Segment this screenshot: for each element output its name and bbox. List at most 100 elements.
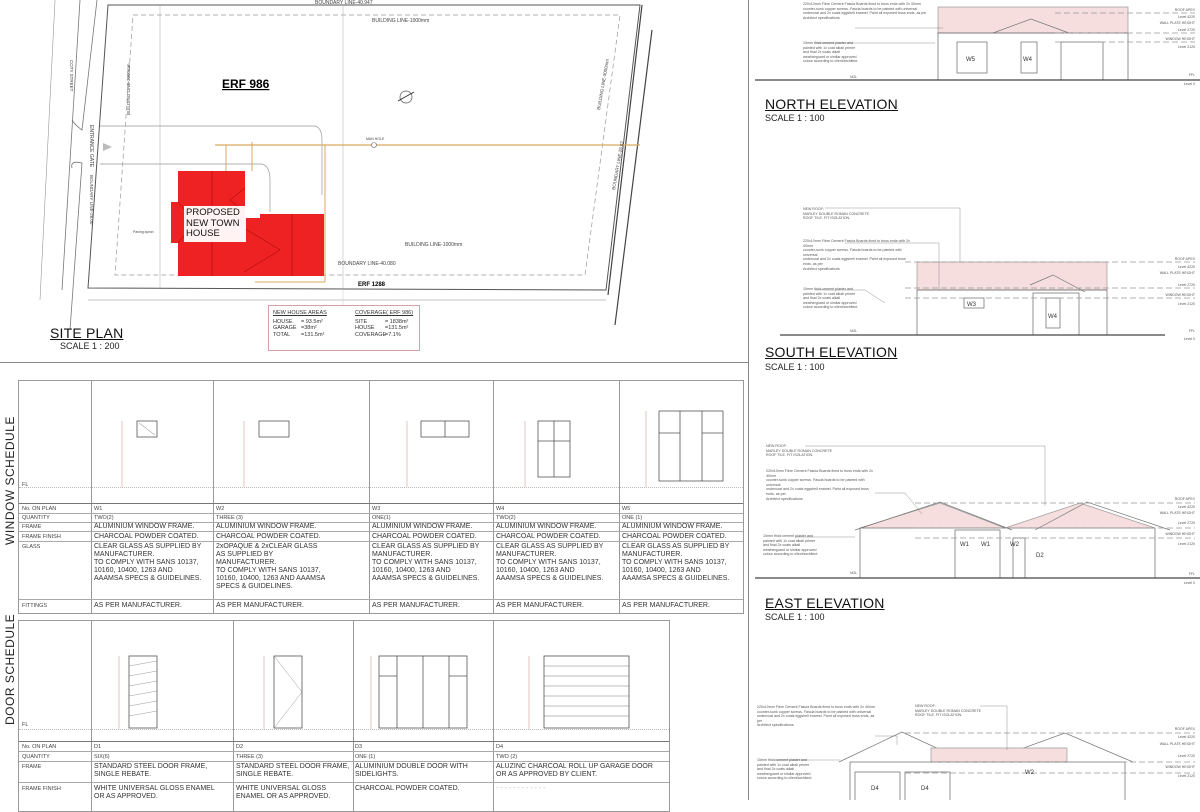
note-plaster: 15mm thick cement plaster and painted wi… (803, 41, 859, 64)
level-label: WINDOW HEIGHT (1165, 532, 1195, 536)
window-qty: ONE(1) (372, 515, 391, 521)
coverage-label: HOUSE (355, 325, 375, 331)
window-glass: CLEAR GLASS AS SUPPLIED BY MANUFACTURER.… (94, 543, 202, 582)
area-label: GARAGE (273, 325, 297, 331)
area-label: HOUSE (273, 318, 293, 325)
elevation-tag: D4 (921, 786, 929, 792)
row-label-fittings: FITTINGS (22, 603, 48, 609)
level-label: Level 2720 (1178, 754, 1195, 758)
elevation-tag: W4 (1023, 57, 1033, 63)
window-w2-column: W2 THREE (3) ALUMINIUM WINDOW FRAME. CHA… (216, 381, 368, 613)
level-label: ROOF APEX (1175, 8, 1196, 12)
boundary-left: BOUNDARY LINE-28.00 (89, 175, 94, 225)
window-frame: ALUMINIUM WINDOW FRAME. (94, 523, 195, 530)
note-fascia: 220x10mm Fibre Cement Fascia Boards fixe… (803, 239, 910, 271)
north-elevation-title: NORTH ELEVATION (765, 96, 898, 112)
elevation-tag: W5 (966, 57, 976, 63)
level-label: WINDOW HEIGHT (1165, 765, 1195, 769)
window-qty: TWO(2) (94, 515, 114, 521)
ngl-label: NGL (850, 75, 857, 79)
window-schedule-table: FL No. ON PLAN QUANTITY FRAME FRAME FINI… (18, 380, 744, 614)
note-new-roof: NEW ROOF: MARLEY DOUBLE ROMAN CONCRETE R… (915, 704, 982, 718)
door-finish: WHITE UNIVERSAL GLOSS ENAMEL OR AS APPRO… (236, 785, 331, 800)
door-d3-drawing (378, 655, 468, 729)
level-label: Level 2120 (1178, 45, 1195, 49)
areas-coverage-box: NEW HOUSE AREAS HOUSE= 93.5m² GARAGE=38m… (268, 305, 420, 351)
window-no: W5 (622, 506, 631, 512)
window-fittings: AS PER MANUFACTURER. (622, 602, 710, 609)
level-label: WINDOW HEIGHT (1165, 293, 1195, 297)
window-finish: CHARCOAL POWDER COATED. (496, 533, 601, 540)
row-label-no: No. ON PLAN (22, 744, 57, 750)
window-fittings: AS PER MANUFACTURER. (496, 602, 584, 609)
level-label: Level 4220 (1178, 265, 1195, 269)
elevation-tag: D4 (871, 786, 879, 792)
window-frame: ALUMINIUM WINDOW FRAME. (372, 523, 473, 530)
level-label: Level 0 (1184, 337, 1195, 341)
door-frame: ALUZINC CHARCOAL ROLL UP GARAGE DOOR OR … (496, 763, 653, 778)
elevation-tag: W4 (1048, 314, 1058, 320)
erf-label: ERF 986 (222, 77, 270, 91)
window-w5-column: W5 ONE (1) ALUMINIUM WINDOW FRAME. CHARC… (622, 381, 742, 613)
door-schedule-table: FL No. ON PLAN QUANTITY FRAME FRAME FINI… (18, 620, 670, 812)
row-label-frame: FRAME (22, 524, 42, 530)
window-glass: CLEAR GLASS AS SUPPLIED BY MANUFACTURER.… (622, 543, 730, 582)
level-label: Level 2120 (1178, 774, 1195, 778)
note-new-roof: NEW ROOF: MARLEY DOUBLE ROMAN CONCRETE R… (803, 207, 870, 221)
coverage-value: =7.1% (385, 331, 401, 338)
site-plan-drawing: ERF 986 ERF 1288 BUILDING LINE-1000mm BU… (39, 0, 653, 331)
window-frame: ALUMINIUM WINDOW FRAME. (496, 523, 597, 530)
door-no: D2 (236, 744, 244, 750)
level-label: ROOF APEX (1175, 257, 1196, 261)
window-no: W4 (496, 506, 505, 512)
elevation-tag: W1 (981, 542, 991, 548)
site-plan-scale: SCALE 1 : 200 (60, 341, 120, 351)
door-schedule-title: DOOR SCHEDULE (3, 613, 17, 725)
window-w3-column: W3 ONE(1) ALUMINIUM WINDOW FRAME. CHARCO… (372, 381, 492, 613)
coverage-label: SITE (355, 318, 368, 325)
level-label: WINDOW HEIGHT (1165, 37, 1195, 41)
boundary-bottom: BOUNDARY LINE-40.080 (338, 261, 396, 267)
row-label-finish: FRAME FINISH (22, 534, 61, 540)
note-plaster: 15mm thick cement plaster and painted wi… (763, 534, 819, 557)
row-label-no: No. ON PLAN (22, 506, 57, 512)
east-elevation-drawing (755, 501, 1200, 579)
elevation-tag: W3 (967, 302, 977, 308)
window-fittings: AS PER MANUFACTURER. (94, 602, 182, 609)
building-line-left: BUILDING LINE-3000mm (126, 63, 131, 115)
door-qty: TWO (2) (496, 754, 518, 760)
building-line-bottom: BUILDING LINE-1000mm (405, 242, 462, 248)
door-d1-drawing (128, 655, 158, 729)
window-no: W2 (216, 506, 225, 512)
window-w1-column: W1 TWO(2) ALUMINIUM WINDOW FRAME. CHARCO… (94, 381, 212, 613)
elevations-drawing: W5 W4 W3 W4 W1 W1 W2 D2 D4 D4 W2 ROOF AP… (755, 6, 1200, 800)
south-elevation-scale: SCALE 1 : 100 (765, 362, 825, 372)
door-qty: THREE (3) (236, 754, 263, 760)
level-label: Level 0 (1184, 581, 1195, 585)
entrance-label: ENTRANCE GATE (88, 125, 94, 168)
coverage-value: =131.5m² (385, 325, 409, 331)
window-w5-drawing (658, 410, 724, 482)
house-label: PROPOSED NEW TOWN HOUSE (186, 207, 240, 239)
window-no: W1 (94, 506, 103, 512)
note-plaster: 15mm thick cement plaster and painted wi… (757, 758, 813, 781)
level-label: WALL PLATE HEIGHT (1160, 21, 1196, 25)
window-finish: CHARCOAL POWDER COATED. (622, 533, 727, 540)
window-fittings: AS PER MANUFACTURER. (216, 602, 304, 609)
building-line-top: BUILDING LINE-1000mm (372, 18, 429, 24)
level-label: FFL (1189, 73, 1195, 77)
level-label: ROOF APEX (1175, 497, 1196, 501)
door-finish: - - - - - - - - - - - - (496, 785, 546, 792)
coverage-heading: COVERAGE( ERF 986) (355, 310, 414, 316)
elevation-tag: W2 (1025, 770, 1035, 776)
window-glass: CLEAR GLASS AS SUPPLIED BY MANUFACTURER.… (372, 543, 480, 582)
level-label: WALL PLATE HEIGHT (1160, 511, 1196, 515)
north-elevation-scale: SCALE 1 : 100 (765, 113, 825, 123)
door-d3-column: D3 ONE (1) ALUMINIUM DOUBLE DOOR WITH SI… (355, 621, 493, 811)
row-label-glass: GLASS (22, 544, 41, 550)
door-finish: WHITE UNIVERSAL GLOSS ENAMEL OR AS APPRO… (94, 785, 215, 800)
level-label: WALL PLATE HEIGHT (1160, 271, 1196, 275)
door-d2-column: D2 THREE (3) STANDARD STEEL DOOR FRAME, … (236, 621, 354, 811)
door-no: D1 (94, 744, 102, 750)
note-fascia: 220x10mm Fibre Cement Fascia Boards fixe… (757, 705, 875, 728)
